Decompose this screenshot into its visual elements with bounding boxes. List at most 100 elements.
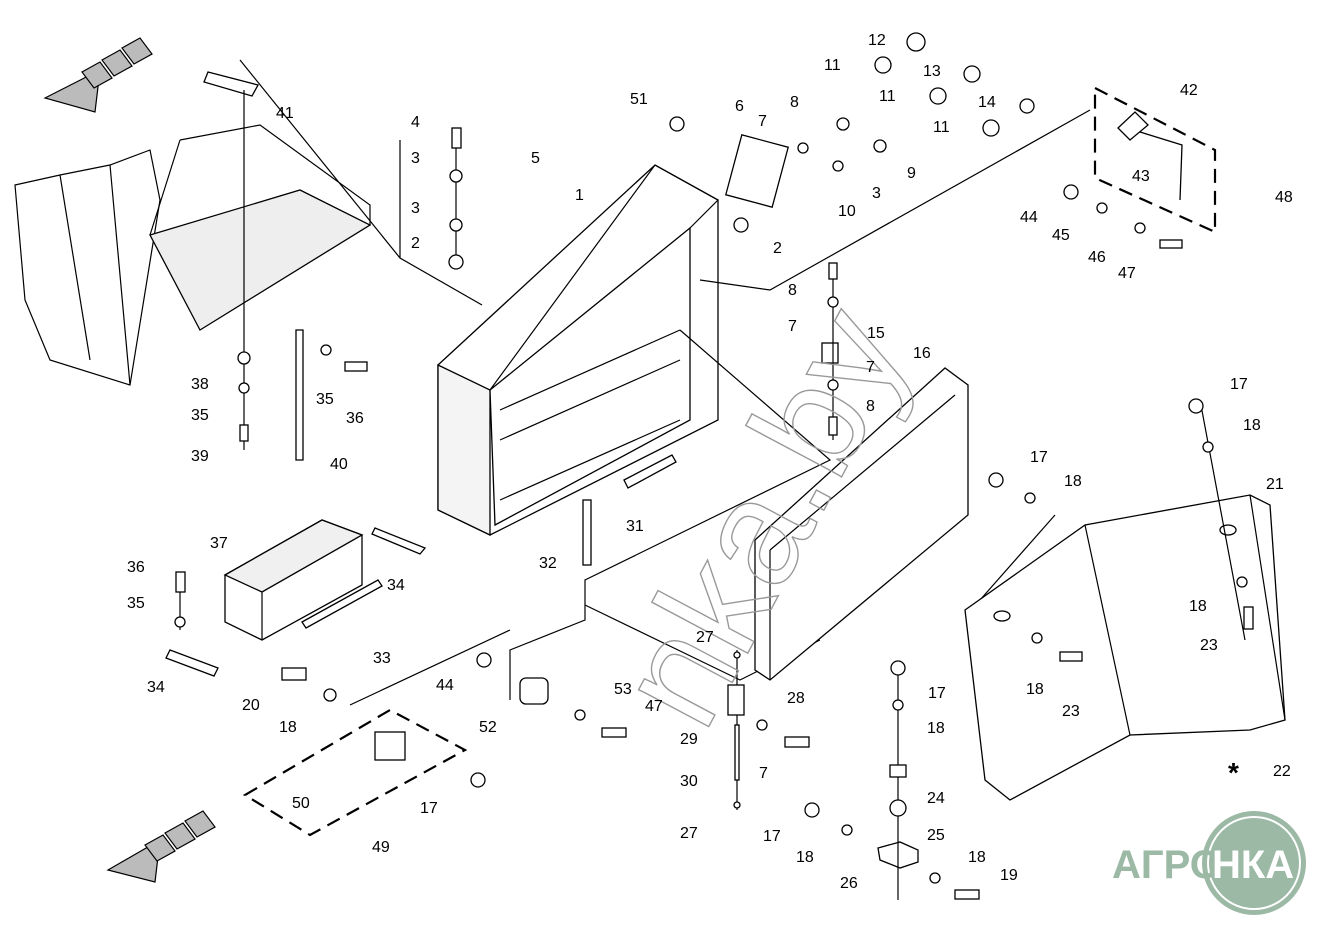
- door-panel: [754, 367, 969, 681]
- callout: 35: [127, 595, 145, 612]
- battery: [223, 519, 364, 641]
- callout: 37: [210, 535, 228, 552]
- callout: 11: [879, 88, 896, 105]
- callout: 43: [1132, 168, 1150, 185]
- callout: 11: [824, 57, 841, 74]
- callout: 2: [411, 235, 420, 252]
- callout: 17: [1230, 376, 1248, 393]
- callout: 8: [866, 398, 875, 415]
- callout: 14: [978, 94, 996, 111]
- relay-box: [374, 731, 406, 761]
- callout: 27: [680, 825, 698, 842]
- dashed-group-42: [1093, 86, 1217, 234]
- callout: 18: [279, 719, 297, 736]
- logo-text-right: НКА: [1212, 843, 1294, 887]
- callout: 17: [420, 800, 438, 817]
- callout: 25: [927, 827, 945, 844]
- callout: 17: [1030, 449, 1048, 466]
- callout: 11: [933, 119, 950, 136]
- callout: 7: [758, 113, 767, 130]
- callout: 9: [907, 165, 916, 182]
- callout: 17: [928, 685, 946, 702]
- callout: 2: [773, 240, 782, 257]
- callout: 5: [531, 150, 540, 167]
- callout: 1: [575, 187, 584, 204]
- callout: 16: [913, 345, 931, 362]
- callout: 44: [436, 677, 454, 694]
- spacer-15: [821, 342, 839, 364]
- callout: 18: [796, 849, 814, 866]
- callout: 53: [614, 681, 632, 698]
- callout: 18: [927, 720, 945, 737]
- callout: 33: [373, 650, 391, 667]
- callout: 18: [968, 849, 986, 866]
- callout: 6: [735, 98, 744, 115]
- callout: 36: [346, 410, 364, 427]
- callout: 18: [1189, 598, 1207, 615]
- callout: 3: [411, 150, 420, 167]
- callout: 27: [696, 629, 714, 646]
- callout: 47: [1118, 265, 1136, 282]
- callout: 29: [680, 731, 698, 748]
- callout: 48: [1275, 189, 1293, 206]
- callout: 12: [868, 32, 886, 49]
- callout: 20: [242, 697, 260, 714]
- callout: 49: [372, 839, 390, 856]
- callout: 46: [1088, 249, 1106, 266]
- switch-42: [1117, 111, 1183, 201]
- cabinet-box: [437, 164, 719, 537]
- callout: 7: [759, 765, 768, 782]
- callout-labels: 12 11 13 11 14 11 42 6 8 7 9 3 10 2 51 1…: [127, 32, 1293, 892]
- strip-33: [301, 579, 383, 629]
- callout: 3: [872, 185, 881, 202]
- machine-platform: [14, 124, 372, 386]
- callout: 34: [147, 679, 165, 696]
- callout: 45: [1052, 227, 1070, 244]
- socket-52: [519, 677, 549, 705]
- callout: 31: [626, 518, 644, 535]
- callout: 36: [127, 559, 145, 576]
- callout: 35: [191, 407, 209, 424]
- agronka-logo: АГРО НКА: [1112, 811, 1306, 915]
- rail-32: [582, 499, 592, 566]
- callout: 40: [330, 456, 348, 473]
- callout: 15: [867, 325, 885, 342]
- direction-arrow-top: [43, 37, 153, 113]
- callout: 47: [645, 698, 663, 715]
- callout: 30: [680, 773, 698, 790]
- callout: 8: [788, 282, 797, 299]
- callout: 7: [866, 359, 875, 376]
- callout: 34: [387, 577, 405, 594]
- callout: 38: [191, 376, 209, 393]
- callout: 10: [838, 203, 856, 220]
- direction-arrow-bottom: [106, 810, 216, 883]
- callout: 41: [276, 105, 294, 122]
- callout: 4: [411, 114, 420, 131]
- callout: 32: [539, 555, 557, 572]
- dashed-group-49: [242, 708, 468, 837]
- callout: 23: [1200, 637, 1218, 654]
- callout: 26: [840, 875, 858, 892]
- callout: 35: [316, 391, 334, 408]
- handle-31: [623, 454, 677, 489]
- bracket-34: [165, 649, 219, 677]
- callout: 52: [479, 719, 497, 736]
- callout: 22: [1273, 763, 1291, 780]
- callout: 18: [1243, 417, 1261, 434]
- fasteners: [174, 32, 1254, 900]
- callout: 7: [788, 318, 797, 335]
- callout: 18: [1064, 473, 1082, 490]
- callout: 50: [292, 795, 310, 812]
- grommet-plate-6: [724, 134, 790, 208]
- callout: 51: [630, 91, 648, 108]
- callout: 44: [1020, 209, 1038, 226]
- callout: 42: [1180, 82, 1198, 99]
- callout: 18: [1026, 681, 1044, 698]
- callout: 39: [191, 448, 209, 465]
- asterisk-note: *: [1228, 757, 1239, 788]
- logo-text-left: АГРО: [1112, 843, 1221, 887]
- callout: 17: [763, 828, 781, 845]
- callout: 13: [923, 63, 941, 80]
- callout: 21: [1266, 476, 1284, 493]
